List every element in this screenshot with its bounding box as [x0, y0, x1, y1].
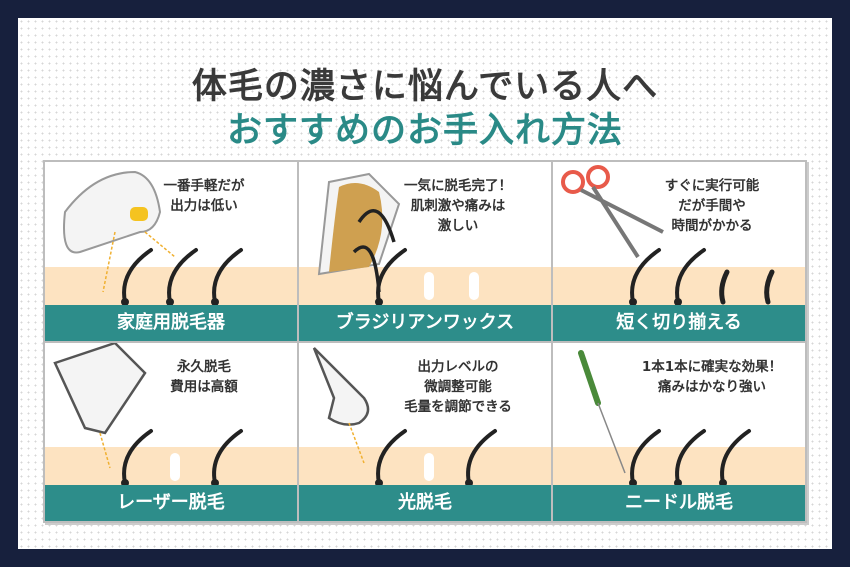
- method-label: 光脱毛: [299, 485, 551, 521]
- wax-strip-icon: [317, 172, 479, 306]
- method-label: ニードル脱毛: [553, 485, 805, 521]
- description-line: 一気に脱毛完了！: [404, 178, 512, 194]
- method-card: 一番手軽だが出力は低い 家庭用脱毛器: [45, 162, 297, 341]
- description-line: だが手間や: [678, 198, 746, 214]
- description-line: 痛みはかなり強い: [658, 378, 766, 395]
- title-line1: 体毛の濃さに悩んでいる人へ: [191, 67, 659, 107]
- description-line: 時間がかかる: [671, 218, 753, 234]
- title-line2: おすすめのお手入れ方法: [226, 111, 623, 151]
- description-line: 激しい: [437, 218, 479, 234]
- methods-grid: 一番手軽だが出力は低い 家庭用脱毛器 一気に脱毛完了！ 肌刺激や痛みは激しい ブラ…: [43, 160, 807, 523]
- infographic: 体毛の濃さに悩んでいる人へ おすすめのお手入れ方法 一番手軽だが出力は低い 家庭…: [18, 18, 832, 549]
- method-card: 一気に脱毛完了！ 肌刺激や痛みは激しい ブラジリアンワックス: [299, 162, 551, 341]
- description-line: 毛量を調節できる: [404, 398, 512, 415]
- method-card: 永久脱毛費用は高額 レーザー脱毛: [45, 342, 297, 521]
- method-label: ブラジリアンワックス: [299, 304, 551, 341]
- method-description: 一番手軽だが出力は低い: [129, 176, 279, 216]
- home-epilator-icon: [63, 170, 243, 306]
- description-line: 費用は高額: [170, 378, 238, 395]
- method-description: 永久脱毛費用は高額: [129, 357, 279, 397]
- description-line: すぐに実行可能: [664, 178, 760, 194]
- description-line: 出力は低い: [170, 198, 238, 214]
- method-description: 1本1本に確実な効果！ 痛みはかなり強い: [637, 357, 787, 397]
- description-line: 肌刺激や痛みは: [410, 198, 506, 214]
- light-device-icon: [312, 346, 497, 487]
- description-line: 出力レベルの: [417, 358, 499, 375]
- method-card: 出力レベルの微調整可能毛量を調節できる 光脱毛: [299, 342, 551, 521]
- description-line: 永久脱毛: [177, 358, 231, 375]
- method-label: レーザー脱毛: [45, 485, 297, 521]
- method-description: 一気に脱毛完了！ 肌刺激や痛みは激しい: [383, 176, 533, 236]
- needle-icon: [578, 349, 751, 487]
- method-label: 短く切り揃える: [553, 304, 805, 341]
- laser-device-icon: [53, 342, 243, 487]
- description-line: 1本1本に確実な効果！: [641, 358, 783, 375]
- method-description: すぐに実行可能だが手間や時間がかかる: [637, 176, 787, 236]
- scissors-icon: [561, 165, 775, 306]
- description-line: 一番手軽だが: [163, 178, 245, 194]
- method-description: 出力レベルの微調整可能毛量を調節できる: [383, 357, 533, 417]
- method-card: 1本1本に確実な効果！ 痛みはかなり強い ニードル脱毛: [553, 342, 805, 521]
- description-line: 微調整可能: [424, 378, 492, 395]
- method-label: 家庭用脱毛器: [45, 304, 297, 341]
- method-card: すぐに実行可能だが手間や時間がかかる 短く切り揃える: [553, 162, 805, 341]
